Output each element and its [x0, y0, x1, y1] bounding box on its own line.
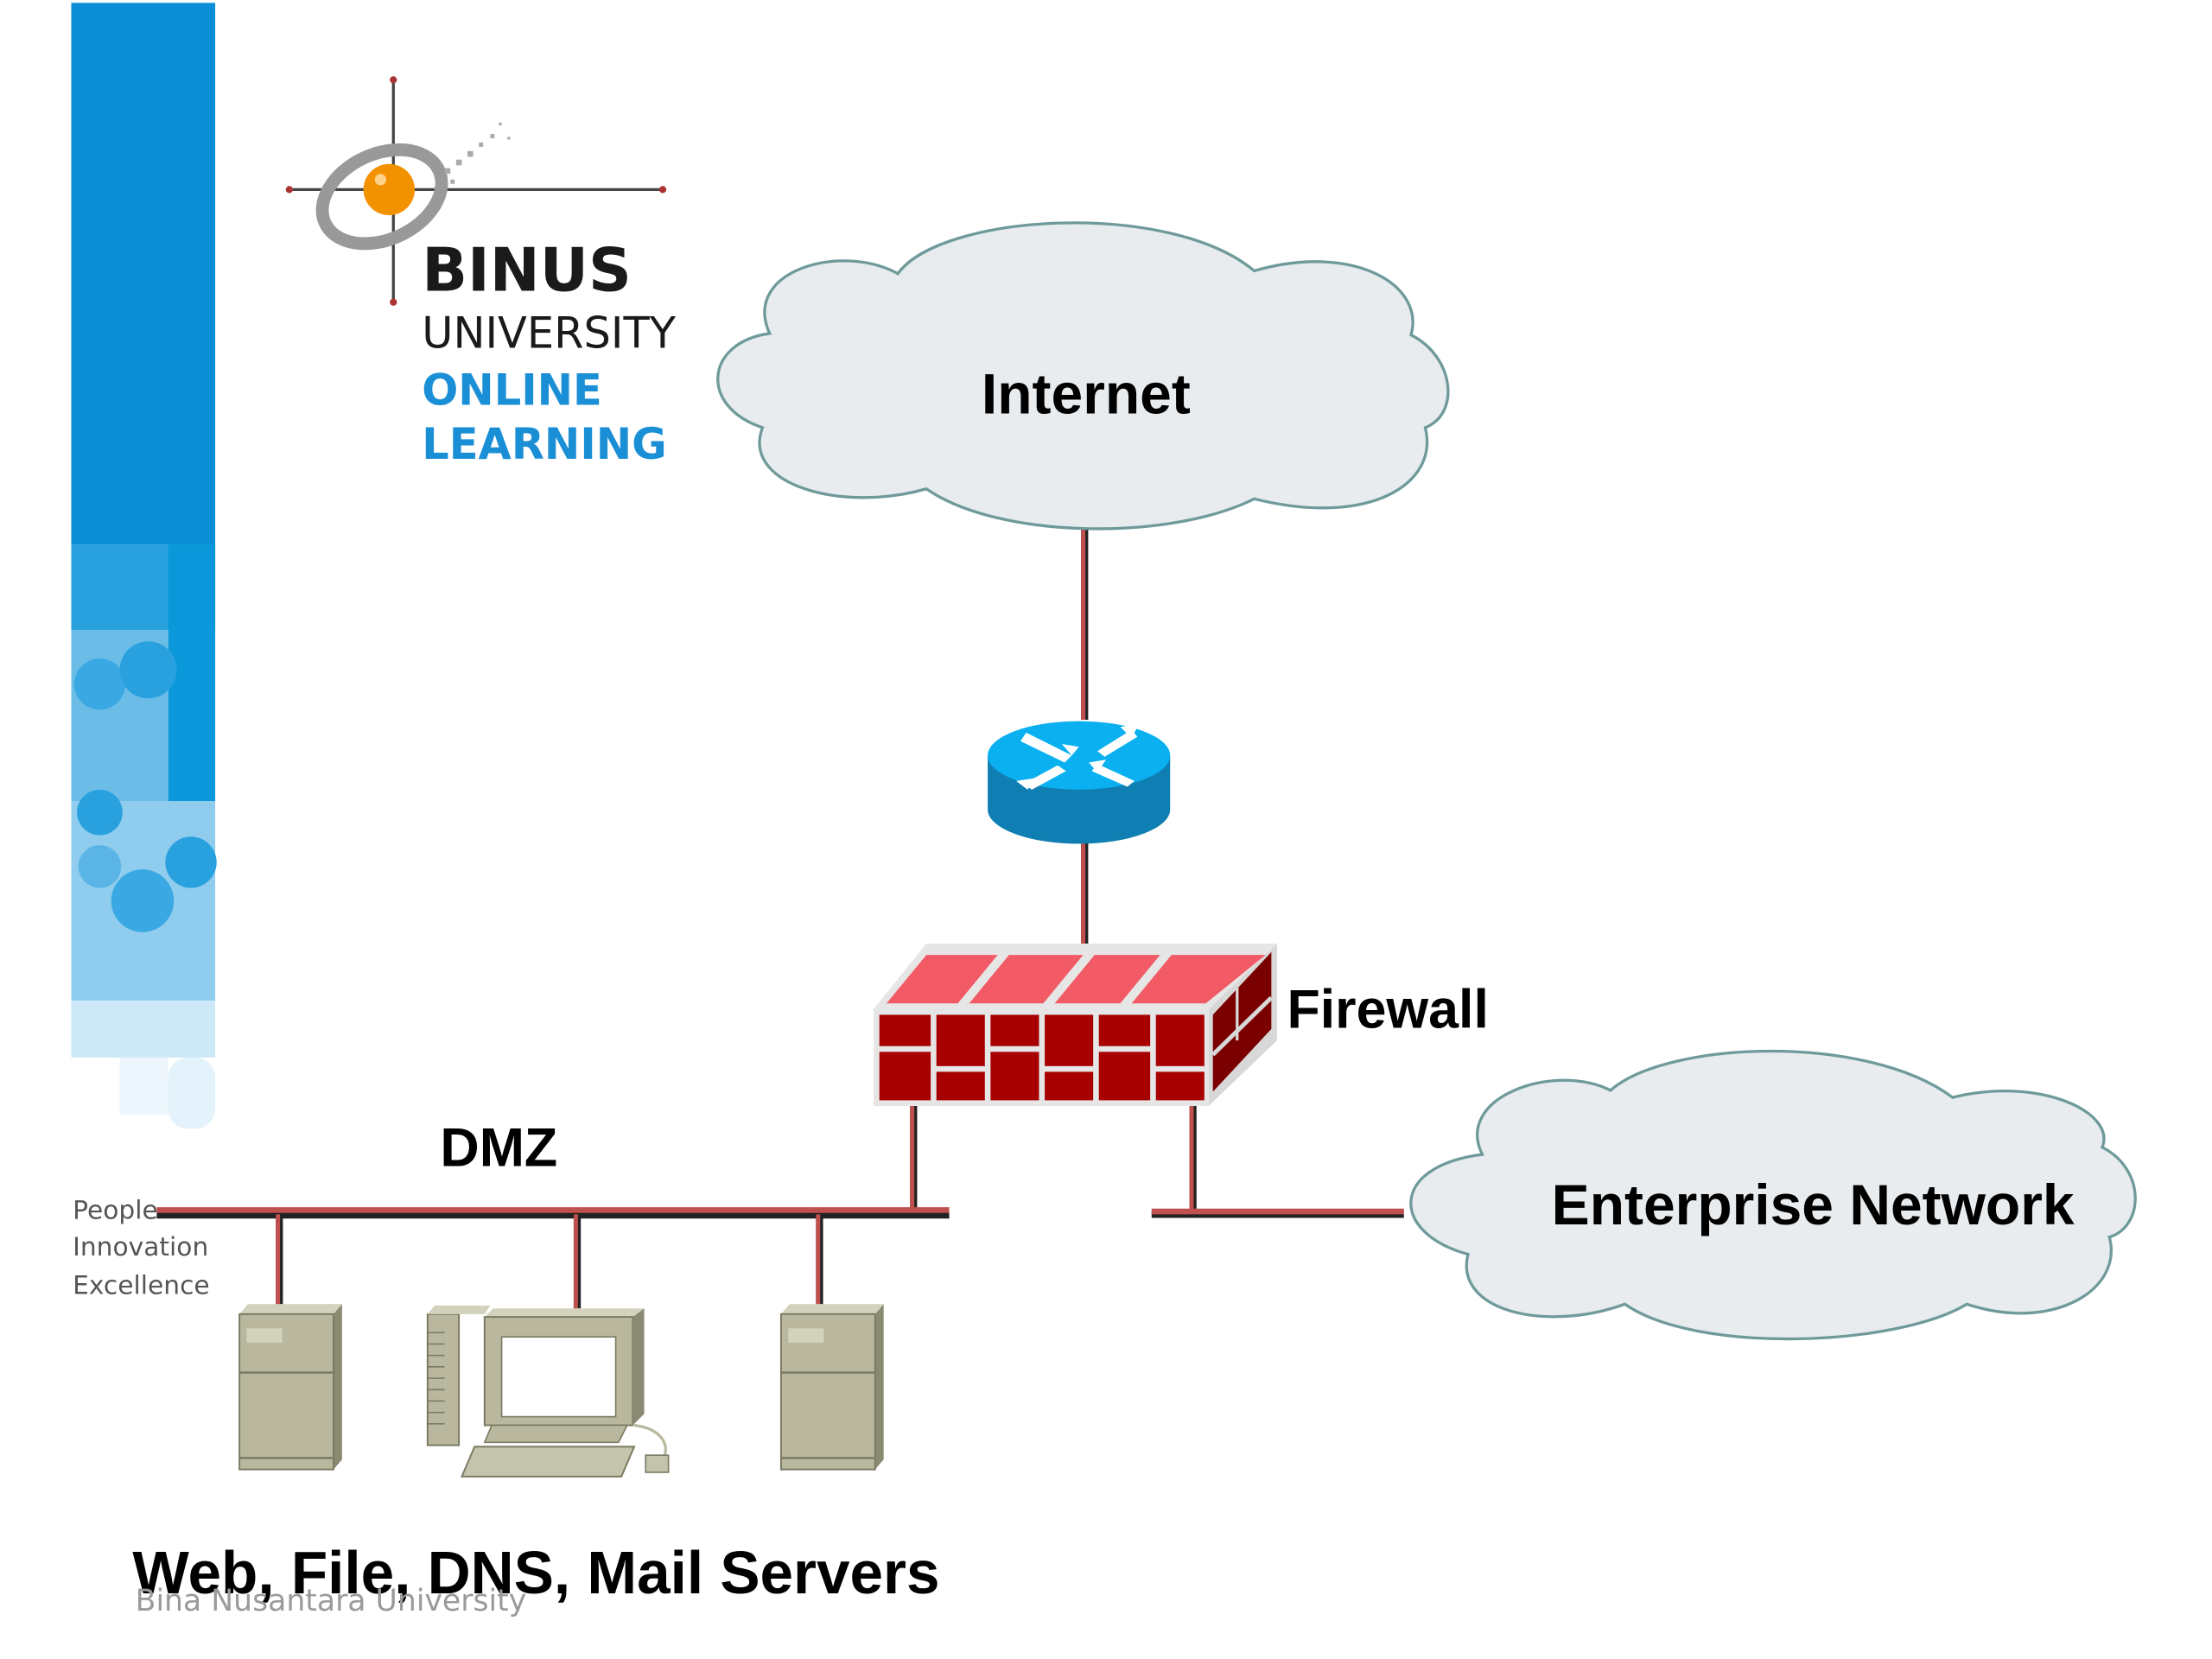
tagline-people: People — [73, 1195, 158, 1225]
logo-online: ONLINE — [422, 365, 602, 415]
link-dmz-workstation — [573, 1214, 582, 1309]
network-links — [156, 524, 1404, 1309]
footer-text: Bina Nusantara University — [136, 1584, 527, 1618]
binus-logo: BINUS UNIVERSITY ONLINE LEARNING — [285, 76, 677, 469]
link-router-firewall — [1081, 841, 1089, 944]
server-icon[interactable] — [238, 1304, 342, 1471]
logo-brand: BINUS — [422, 236, 632, 305]
internet-cloud[interactable]: Internet — [716, 221, 1450, 531]
workstation-icon[interactable] — [426, 1305, 670, 1478]
firewall-label: Firewall — [1287, 979, 1488, 1039]
tagline: People Innovation Excellence — [73, 1195, 210, 1300]
tagline-innovation: Innovation — [73, 1232, 208, 1262]
cloud-icon — [716, 221, 1450, 531]
enterprise-network-label: Enterprise Network — [1552, 1173, 2075, 1236]
router-icon[interactable] — [988, 721, 1171, 844]
dmz-label: DMZ — [440, 1117, 557, 1178]
sidebar-decoration — [71, 3, 217, 1129]
firewall-icon[interactable]: Firewall — [874, 943, 1489, 1106]
cloud-icon — [1409, 1049, 2137, 1341]
dmz-bus — [156, 1207, 950, 1219]
logo-learning: LEARNING — [422, 419, 667, 469]
logo-orange-dot-icon — [363, 163, 415, 216]
link-internet-router — [1081, 524, 1089, 720]
servers-caption: Web, File, DNS, Mail Servers — [132, 1539, 939, 1606]
logo-university: UNIVERSITY — [422, 308, 676, 358]
tagline-excellence: Excellence — [73, 1271, 210, 1301]
server-icon[interactable] — [779, 1304, 884, 1471]
link-dmz-server-1 — [276, 1214, 283, 1305]
enterprise-cloud[interactable]: Enterprise Network — [1409, 1049, 2137, 1341]
link-dmz-server-2 — [816, 1214, 823, 1305]
link-firewall-dmz — [910, 1104, 918, 1213]
link-firewall-enterprise — [1151, 1104, 1404, 1218]
logo-swoosh-icon — [315, 143, 448, 251]
internet-label: Internet — [982, 361, 1191, 425]
